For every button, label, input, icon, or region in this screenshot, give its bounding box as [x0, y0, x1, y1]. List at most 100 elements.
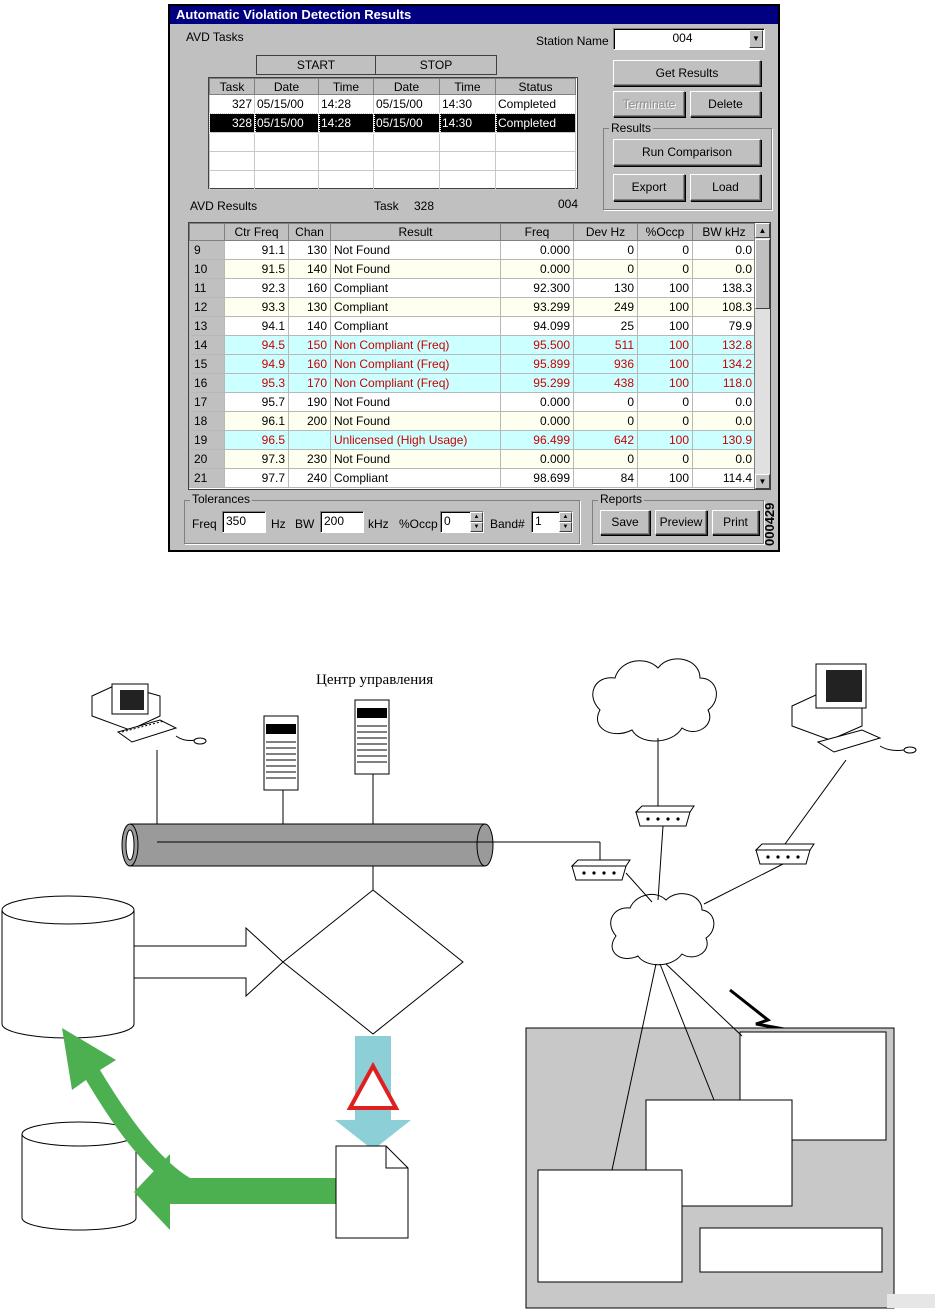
freq-unit: Hz [271, 517, 286, 531]
result-cell-bw: 79.9 [692, 316, 756, 336]
result-cell-n: 19 [189, 430, 225, 450]
result-cell-occp: 100 [637, 430, 693, 450]
results-col-header[interactable]: Dev Hz [573, 223, 638, 241]
freq-tolerance-input[interactable]: 350 [222, 511, 266, 533]
router-1-icon [634, 805, 695, 827]
band-spinner[interactable]: 1 ▲▼ [531, 511, 573, 533]
router-3-icon [754, 843, 815, 865]
results-col-header[interactable] [189, 223, 225, 241]
tasks-col-header[interactable]: Task [209, 78, 255, 95]
input-arrow [131, 926, 284, 998]
results-scrollbar[interactable]: ▲ ▼ [754, 223, 770, 489]
task-label: Task [374, 199, 399, 213]
tolerances-group [184, 500, 580, 544]
result-cell-occp: 0 [637, 449, 693, 469]
reports-group [592, 500, 764, 544]
tasks-col-header[interactable]: Date [254, 78, 319, 95]
band-label: Band# [490, 517, 525, 531]
scroll-up-icon[interactable]: ▲ [755, 223, 770, 238]
result-cell-bw: 134.2 [692, 354, 756, 374]
scroll-thumb[interactable] [755, 239, 770, 309]
occp-tolerance-spinner[interactable]: 0 ▲▼ [440, 511, 484, 533]
result-cell-chan: 170 [288, 373, 331, 393]
export-button[interactable]: Export [613, 174, 685, 201]
result-cell-chan: 140 [288, 316, 331, 336]
results-col-header[interactable]: Result [330, 223, 501, 241]
result-cell-ctr: 94.9 [224, 354, 289, 374]
result-cell-freq: 92.300 [500, 278, 574, 298]
task-cell-stop-time: 14:30 [439, 94, 496, 114]
task-cell-empty [439, 132, 496, 152]
occp-label: %Occp [399, 517, 438, 531]
band-spin-buttons[interactable]: ▲▼ [559, 512, 572, 532]
workstation-left-icon [91, 683, 207, 745]
print-button[interactable]: Print [712, 510, 759, 535]
task-cell-empty [254, 132, 319, 152]
result-cell-result: Compliant [330, 297, 501, 317]
result-cell-result: Compliant [330, 316, 501, 336]
result-cell-result: Not Found [330, 240, 501, 260]
results-col-header[interactable]: BW kHz [692, 223, 756, 241]
result-cell-freq: 0.000 [500, 449, 574, 469]
result-cell-occp: 100 [637, 278, 693, 298]
bw-tolerance-input[interactable]: 200 [320, 511, 364, 533]
task-cell-empty [318, 170, 374, 190]
wireless-link-icon [729, 988, 813, 1036]
green-arrow-to-db1 [62, 1028, 340, 1204]
result-cell-dev: 0 [573, 449, 638, 469]
result-cell-bw: 0.0 [692, 259, 756, 279]
delete-button[interactable]: Delete [690, 91, 761, 117]
terminate-button[interactable]: Terminate [613, 91, 685, 117]
tasks-col-header[interactable]: Time [318, 78, 374, 95]
scroll-down-icon[interactable]: ▼ [755, 474, 770, 489]
station-name-combo[interactable]: 004 ▼ [613, 28, 765, 50]
result-cell-occp: 100 [637, 468, 693, 488]
run-comparison-button[interactable]: Run Comparison [613, 139, 761, 166]
tasks-col-header[interactable]: Date [373, 78, 440, 95]
result-cell-dev: 130 [573, 278, 638, 298]
tasks-col-header[interactable]: Time [439, 78, 496, 95]
occp-spin-buttons[interactable]: ▲▼ [470, 512, 483, 532]
results-col-header[interactable]: Ctr Freq [224, 223, 289, 241]
result-cell-occp: 0 [637, 259, 693, 279]
save-button[interactable]: Save [600, 510, 650, 535]
results-col-header[interactable]: %Occp [637, 223, 693, 241]
remote-label-box [699, 1227, 883, 1273]
result-cell-result: Non Compliant (Freq) [330, 354, 501, 374]
result-cell-chan: 140 [288, 259, 331, 279]
avd-tasks-label: AVD Tasks [186, 30, 244, 44]
result-cell-freq: 0.000 [500, 392, 574, 412]
load-button[interactable]: Load [690, 174, 761, 201]
preview-button[interactable]: Preview [655, 510, 707, 535]
avd-results-window: Automatic Violation Detection Results AV… [168, 4, 780, 552]
get-results-button[interactable]: Get Results [613, 60, 761, 86]
figure-id: 000429 [762, 502, 777, 546]
result-cell-freq: 95.500 [500, 335, 574, 355]
chevron-down-icon[interactable]: ▼ [749, 30, 763, 48]
result-cell-n: 21 [189, 468, 225, 488]
tasks-col-header[interactable]: Status [495, 78, 576, 95]
result-cell-freq: 96.499 [500, 430, 574, 450]
results-col-header[interactable]: Chan [288, 223, 331, 241]
result-cell-result: Not Found [330, 411, 501, 431]
workstation-right-icon [791, 663, 917, 754]
task-cell-start-date: 05/15/00 [254, 94, 319, 114]
result-cell-bw: 0.0 [692, 449, 756, 469]
results-col-header[interactable]: Freq [500, 223, 574, 241]
result-cell-dev: 936 [573, 354, 638, 374]
